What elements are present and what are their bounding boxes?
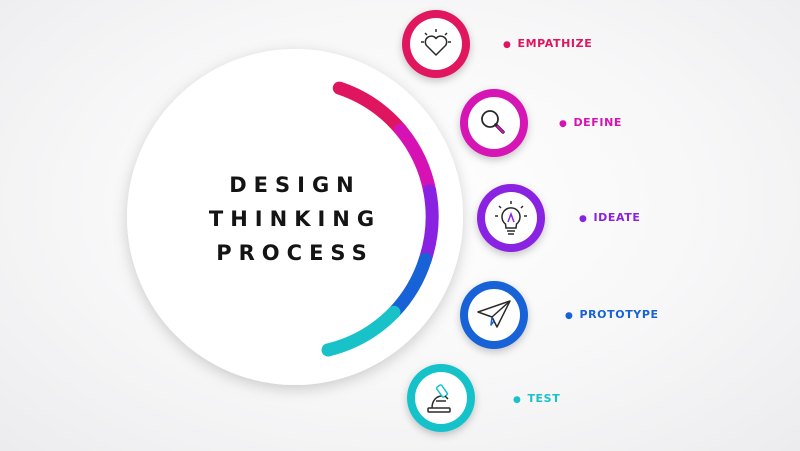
heart-icon [421, 29, 451, 56]
step-label-text: TEST [527, 392, 561, 405]
bullet-dot: ● [503, 40, 512, 50]
title-line-3: PROCESS [216, 241, 374, 265]
magnifier-icon [481, 110, 505, 134]
step-label-text: EMPATHIZE [517, 37, 593, 50]
step-node-prototype [460, 281, 528, 349]
diagram-title: DESIGN THINKING PROCESS [150, 168, 440, 270]
step-label-text: DEFINE [573, 116, 623, 129]
title-line-1: DESIGN [229, 173, 361, 197]
step-label-ideate: ● IDEATE [579, 211, 640, 224]
step-label-text: IDEATE [593, 211, 641, 224]
step-label-prototype: ● PROTOTYPE [565, 308, 659, 321]
microscope-icon [427, 384, 451, 413]
central-circle [127, 49, 463, 385]
bullet-dot: ● [513, 395, 522, 405]
process-arc [321, 81, 439, 357]
step-label-empathize: ● EMPATHIZE [503, 37, 592, 50]
arc-segment-test [321, 305, 401, 357]
step-node-test [407, 364, 475, 432]
step-node-empathize [402, 10, 470, 78]
lightbulb-icon [495, 201, 527, 235]
step-node-define [460, 89, 528, 157]
step-label-define: ● DEFINE [559, 116, 622, 129]
bullet-dot: ● [559, 119, 568, 129]
paper-plane-icon [477, 300, 511, 328]
bullet-dot: ● [579, 214, 588, 224]
bullet-dot: ● [565, 311, 574, 321]
step-label-test: ● TEST [513, 392, 560, 405]
step-label-text: PROTOTYPE [579, 308, 659, 321]
title-line-2: THINKING [208, 207, 382, 231]
step-node-ideate [477, 184, 545, 252]
